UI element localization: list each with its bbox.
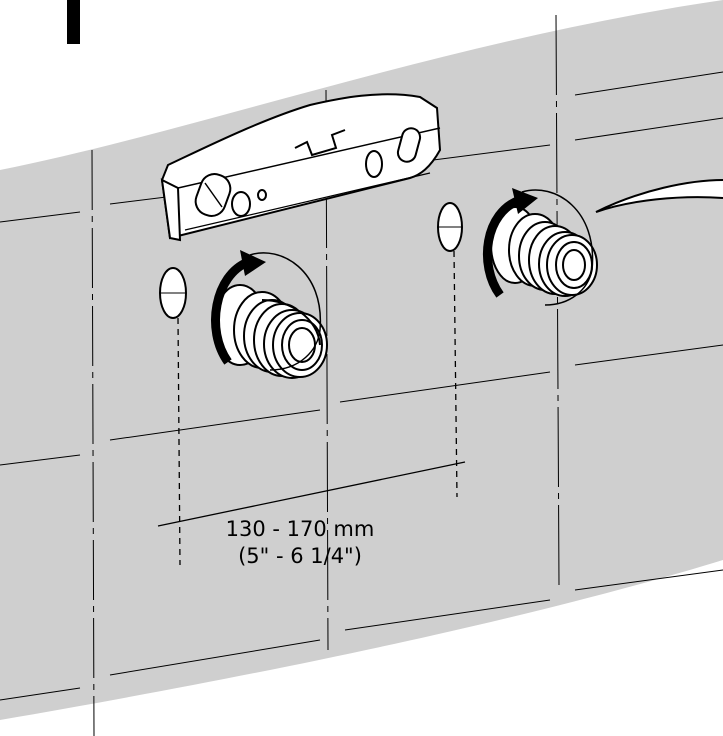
- pipe-connector-icon: [490, 206, 598, 297]
- spirit-level-icon: [160, 93, 442, 242]
- wall-plug-icon: [159, 267, 187, 319]
- rotate-arrow-icon: [211, 250, 321, 371]
- dimension-line: [157, 461, 466, 527]
- rotate-arrow-icon: [483, 188, 594, 306]
- pipe-edge: [595, 179, 723, 213]
- alignment-lines: [177, 250, 458, 566]
- dimension-metric-label: 130 - 170 mm: [225, 517, 375, 541]
- pipe-connector-icon: [213, 284, 328, 379]
- step-marker-icon: [67, 0, 80, 44]
- wall-plug-icon: [437, 202, 463, 252]
- dimension-imperial-label: (5" - 6 1/4"): [238, 544, 362, 568]
